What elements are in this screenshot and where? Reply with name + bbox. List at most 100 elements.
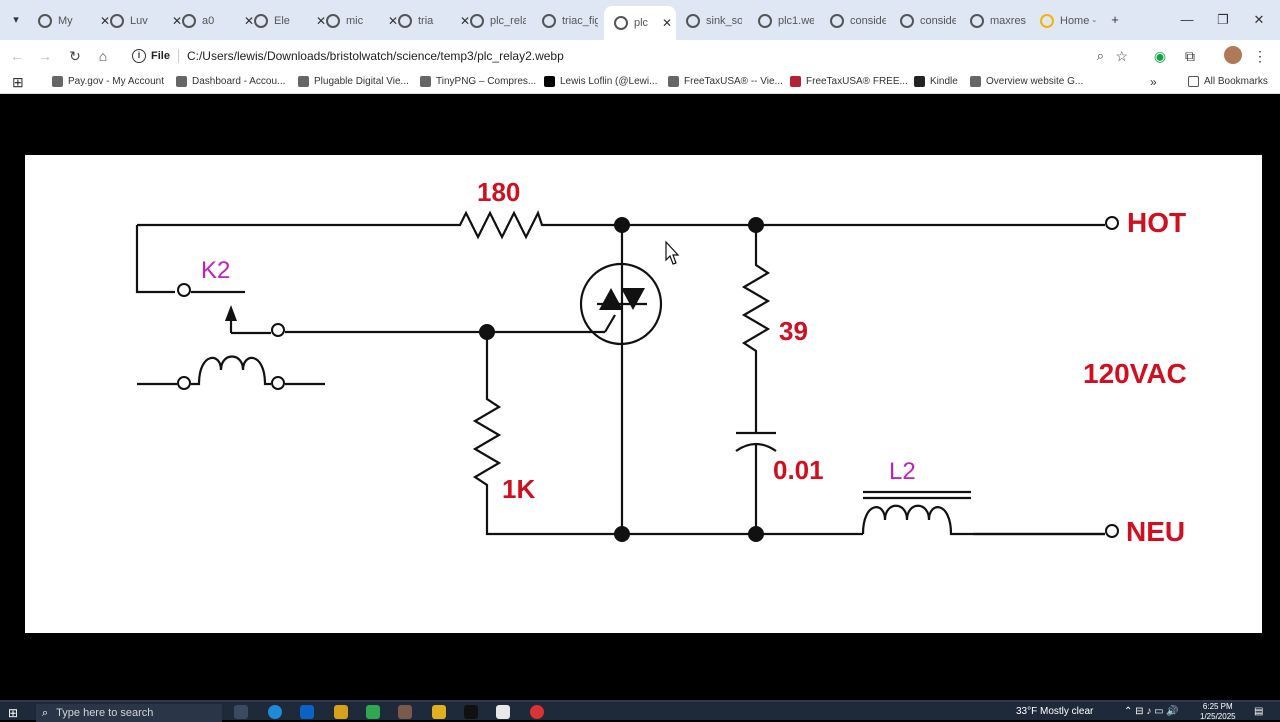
more-bookmarks-chevron-icon[interactable]: » (1150, 75, 1157, 89)
tab-8[interactable]: triac_fig (542, 8, 598, 34)
edge-icon[interactable] (268, 705, 282, 719)
tab-favicon-icon (38, 14, 52, 28)
outlook-icon[interactable] (300, 705, 314, 719)
bookmark-item[interactable]: FreeTaxUSA® -- Vie... (668, 76, 783, 87)
zoom-icon[interactable]: ⌕ (1096, 48, 1104, 63)
minimize-button[interactable]: — (1180, 12, 1194, 27)
label-1k: 1K (502, 474, 535, 504)
label-39: 39 (779, 316, 808, 346)
bookmark-star-icon[interactable]: ☆ (1115, 47, 1128, 64)
label-neu: NEU (1126, 516, 1185, 547)
tab-1[interactable]: My✕ (38, 8, 110, 34)
apps-grid-icon[interactable]: ⊞ (12, 74, 24, 90)
tab-4[interactable]: Ele✕ (254, 8, 326, 34)
triac-triangle-1 (599, 288, 623, 310)
taskbar-search[interactable]: ⌕ Type here to search (36, 704, 222, 722)
all-bookmarks-folder[interactable]: All Bookmarks (1188, 76, 1268, 87)
tab-close-icon[interactable]: ✕ (460, 14, 471, 28)
amazon-favicon-icon (914, 76, 925, 87)
forward-button[interactable]: → (38, 48, 52, 64)
tab-favicon-icon (110, 14, 124, 28)
coil-terminal (177, 376, 191, 390)
weather-widget[interactable]: 33°F Mostly clear (1016, 706, 1094, 717)
app-icon[interactable] (398, 705, 412, 719)
bookmarks-bar: ⊞ Pay.gov - My Account Dashboard - Accou… (0, 72, 1280, 94)
bookmark-favicon-icon (298, 76, 309, 87)
junction-dot (614, 217, 630, 233)
neutral-terminal (1105, 524, 1119, 538)
bookmark-item[interactable]: TinyPNG – Compres... (420, 76, 536, 87)
extensions-icon[interactable]: ⧉ (1185, 48, 1195, 64)
new-tab-button[interactable]: + (1111, 12, 1119, 27)
tab-favicon-icon (470, 14, 484, 28)
tab-close-icon[interactable]: ✕ (388, 14, 399, 28)
tab-favicon-icon (686, 14, 700, 28)
tab-2[interactable]: Luv✕ (110, 8, 182, 34)
circuit-image: 180 K2 39 1K 0.01 L2 HOT NEU 120VAC (25, 155, 1262, 633)
home-button[interactable]: ⌂ (98, 48, 108, 64)
tab-9-active[interactable]: plc✕ (604, 6, 676, 40)
tab-favicon-icon (830, 14, 844, 28)
url-scheme: File (151, 50, 170, 62)
tab-close-icon[interactable]: ✕ (316, 14, 327, 28)
tab-10[interactable]: sink_so (686, 8, 742, 34)
wire-left-loop (135, 225, 175, 294)
junction-dot (748, 526, 764, 542)
tab-12[interactable]: conside (830, 8, 886, 34)
notifications-icon[interactable]: ▤ (1254, 706, 1264, 717)
triac-triangle-2 (621, 288, 645, 310)
tiktok-icon[interactable] (464, 705, 478, 719)
chrome-icon[interactable] (530, 705, 544, 719)
app-icon[interactable] (366, 705, 380, 719)
tab-11[interactable]: plc1.we (758, 8, 814, 34)
tab-close-icon[interactable]: ✕ (100, 14, 111, 28)
bookmark-item[interactable]: Kindle (914, 76, 958, 87)
windows-start-icon[interactable]: ⊞ (8, 706, 19, 720)
tab-close-icon[interactable]: ✕ (172, 14, 183, 28)
profile-avatar[interactable] (1224, 46, 1242, 64)
clock[interactable]: 6:25 PM 1/25/2025 (1200, 702, 1236, 721)
tab-close-icon[interactable]: ✕ (244, 14, 255, 28)
tab-favicon-icon (542, 14, 556, 28)
bookmark-item[interactable]: Lewis Loflin (@Lewi... (544, 76, 657, 87)
tab-search-chevron-icon[interactable]: ▾ (13, 14, 19, 26)
task-view-icon[interactable] (234, 705, 248, 719)
back-button[interactable]: ← (10, 48, 24, 64)
notepad-icon[interactable] (496, 705, 510, 719)
bookmark-item[interactable]: Plugable Digital Vie... (298, 76, 409, 87)
tab-6[interactable]: tria✕ (398, 8, 470, 34)
bookmark-item[interactable]: FreeTaxUSA® FREE... (790, 76, 908, 87)
triac-gate (604, 314, 616, 333)
bookmark-item[interactable]: Overview website G... (970, 76, 1083, 87)
tray-icons[interactable]: ⌃ ⊟ ♪ ▭ 🔊 (1124, 706, 1179, 717)
reload-button[interactable]: ↻ (69, 48, 81, 64)
bookmark-item[interactable]: Dashboard - Accou... (176, 76, 285, 87)
close-window-button[interactable]: ✕ (1253, 12, 1265, 27)
bookmark-item[interactable]: Pay.gov - My Account (52, 76, 164, 87)
taskbar: ⊞ ⌕ Type here to search 33°F Mostly clea… (0, 700, 1280, 722)
x-favicon-icon (544, 76, 555, 87)
tab-3[interactable]: a0✕ (182, 8, 254, 34)
menu-kebab-icon[interactable]: ⋮ (1253, 48, 1267, 64)
junction-dot (479, 324, 495, 340)
resistor-1k (472, 332, 1105, 536)
tab-15[interactable]: Home - (1040, 8, 1096, 34)
capacitor-plate-bottom (735, 442, 777, 452)
tab-13[interactable]: conside (900, 8, 956, 34)
inductor-l2 (861, 504, 971, 536)
tab-favicon-icon (614, 16, 628, 30)
tab-favicon-icon (398, 14, 412, 28)
tab-7[interactable]: plc_rela (470, 8, 526, 34)
restore-button[interactable]: ❐ (1217, 12, 1229, 27)
tab-favicon-icon (254, 14, 268, 28)
address-bar[interactable]: i File C:/Users/lewis/Downloads/bristolw… (124, 44, 1136, 68)
tab-5[interactable]: mic✕ (326, 8, 398, 34)
url-text[interactable]: C:/Users/lewis/Downloads/bristolwatch/sc… (186, 49, 564, 63)
tab-favicon-icon (900, 14, 914, 28)
file-explorer-icon[interactable] (432, 705, 446, 719)
site-info-icon[interactable]: i (132, 49, 146, 63)
grammarly-extension-icon[interactable]: ◉ (1153, 48, 1167, 64)
tab-14[interactable]: maxres (970, 8, 1026, 34)
tab-close-icon[interactable]: ✕ (662, 16, 673, 30)
app-icon[interactable] (334, 705, 348, 719)
